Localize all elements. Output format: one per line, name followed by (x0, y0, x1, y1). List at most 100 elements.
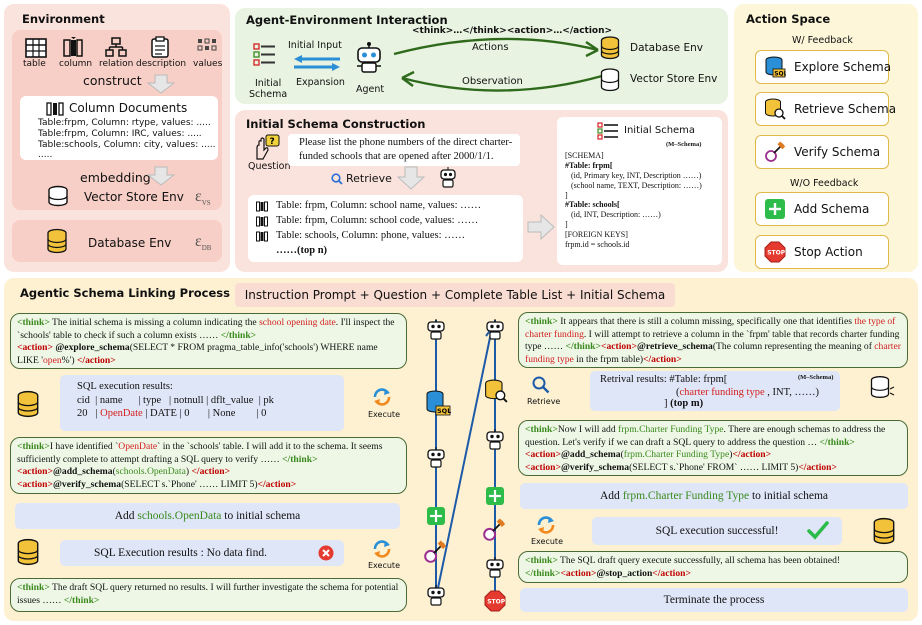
sql-result-box (60, 375, 344, 431)
interaction-panel (235, 8, 728, 104)
schema-line: #Table: frpm[ (565, 161, 613, 170)
agent-message-explore: <think> The initial schema is missing a … (10, 313, 407, 369)
schema-line: ] (565, 191, 568, 200)
schema-line: (school name, TEXT, Description: ……) (571, 181, 702, 190)
column-documents-line: Table:frpm, Column: rtype, values: ..... (38, 118, 211, 128)
agent-message-retrieve: <think> It appears that there is still a… (518, 312, 908, 368)
values-icon (197, 38, 217, 51)
database-env-icon (600, 36, 620, 60)
description-icon (151, 36, 169, 58)
svg-text:?: ? (270, 137, 275, 147)
retrieved-column: Table: frpm, Column: school name, values… (276, 200, 482, 211)
question-icon: ? (256, 134, 280, 160)
database-icon (47, 228, 67, 254)
retrieve-schema-button[interactable]: Retrieve Schema (755, 92, 896, 126)
table-icon (25, 38, 47, 58)
error-icon (318, 545, 334, 561)
terminate-process-bar: Terminate the process (520, 588, 908, 612)
retrieved-column: Table: frpm, Column: school code, values… (276, 215, 479, 226)
vector-store-icon (870, 376, 895, 398)
retrieve-arrow-icon (396, 166, 426, 190)
retrieved-topn: ……(top n) (276, 245, 328, 256)
actions-label: Actions (472, 42, 509, 53)
interaction-format: <think>…</think><action>…</action> (412, 26, 613, 36)
without-feedback-label: W/O Feedback (790, 178, 859, 189)
sql-result-header: cid | name | type | notnull | dflt_value… (77, 395, 274, 406)
database-env-text: Database Env (630, 42, 703, 54)
execute-label: Execute (368, 561, 400, 570)
retrieval-item: (charter funding type , INT, ……) (676, 387, 819, 398)
check-icon (807, 521, 829, 540)
agent-robot-icon (486, 319, 504, 340)
stop-icon: STOP (764, 241, 786, 263)
explore-schema-icon: SQL (765, 56, 786, 78)
column-documents-line: ..... (38, 150, 53, 160)
sql-no-data-box: SQL Execution results : No data find. (60, 540, 344, 566)
svg-text:STOP: STOP (767, 250, 786, 257)
initial-schema-icon (253, 43, 275, 66)
agentic-header: Instruction Prompt + Question + Complete… (235, 283, 675, 307)
schema-line: (id, INT, Description: ……) (571, 210, 661, 219)
description-label: description (136, 59, 187, 69)
schema-line: #Table: schools[ (565, 200, 620, 209)
add-schema-notice: Add frpm.Charter Funding Type to initial… (520, 483, 908, 509)
verify-icon (424, 540, 447, 563)
agent-message-investigate: <think> The draft SQL query returned no … (10, 578, 407, 612)
agent-message-stop: <think> The SQL draft query execute succ… (518, 551, 908, 583)
add-schema-notice: Add schools.OpenData to initial schema (15, 503, 400, 529)
stop-action-button[interactable]: STOP Stop Action (755, 235, 889, 269)
agent-robot-icon (427, 447, 445, 468)
schema-robot-icon (440, 167, 456, 188)
agent-message-add-verify-2: <think>Now I will add frpm.Charter Fundi… (518, 420, 908, 476)
construct-arrow-icon (146, 74, 176, 94)
explore-schema-label: Explore Schema (794, 60, 892, 74)
agent-label: Agent (356, 84, 385, 95)
vector-env-text: Vector Store Env (630, 73, 718, 85)
database-icon (17, 538, 39, 566)
explore-sql-icon: SQL (426, 390, 451, 416)
relation-label: relation (99, 59, 134, 69)
agent-message-add-verify: <think>I have identified `OpenDate` in t… (10, 437, 407, 494)
execute-label: Execute (368, 410, 400, 419)
table-label: table (23, 59, 46, 69)
question-text: funded schools that are opened after 200… (299, 151, 494, 162)
interaction-title: Agent-Environment Interaction (246, 13, 448, 27)
agentic-title: Agentic Schema Linking Process (20, 286, 230, 300)
verify-icon (483, 518, 506, 541)
execute-refresh-icon (537, 516, 555, 534)
stop-icon: STOP (484, 590, 506, 612)
add-schema-button[interactable]: Add Schema (755, 192, 889, 226)
verify-schema-button[interactable]: Verify Schema (755, 135, 889, 169)
svg-text:STOP: STOP (487, 599, 506, 606)
vector-env-icon (600, 68, 620, 92)
svg-text:SQL: SQL (774, 71, 786, 78)
sql-success-box: SQL execution successful! (592, 517, 842, 545)
question-box (288, 134, 520, 166)
retrieval-m-schema: (M–Schema) (798, 374, 834, 381)
explore-schema-button[interactable]: SQL Explore Schema (755, 50, 892, 84)
stop-action-label: Stop Action (794, 245, 863, 259)
values-label: values (193, 59, 223, 69)
execute-refresh-icon (373, 540, 391, 558)
action-space-title: Action Space (746, 12, 831, 26)
environment-title: Environment (22, 12, 105, 26)
question-text: Please list the phone numbers of the dir… (299, 137, 513, 148)
schema-line: frpm.id = schools.id (565, 240, 630, 249)
add-icon (427, 507, 445, 525)
agent-robot-icon (357, 42, 381, 73)
agent-robot-icon (427, 585, 445, 606)
schema-line: ] (565, 220, 568, 229)
schema-line: (id, Primary key, INT, Description ……) (571, 171, 702, 180)
database-env-box (12, 220, 222, 262)
construct-label: construct (83, 73, 142, 88)
retrieval-close: ] (top m) (664, 398, 704, 409)
vector-store-icon (48, 185, 68, 207)
column-documents-line: Table:frpm, Column: IRC, values: ..... (38, 129, 202, 139)
column-documents-title: Column Documents (69, 101, 188, 115)
to-schema-arrow-icon (527, 214, 555, 240)
exchange-arrows-icon (294, 55, 340, 71)
verify-schema-label: Verify Schema (794, 145, 881, 159)
right-timeline (494, 320, 496, 602)
retrieve-schema-label: Retrieve Schema (794, 102, 897, 116)
